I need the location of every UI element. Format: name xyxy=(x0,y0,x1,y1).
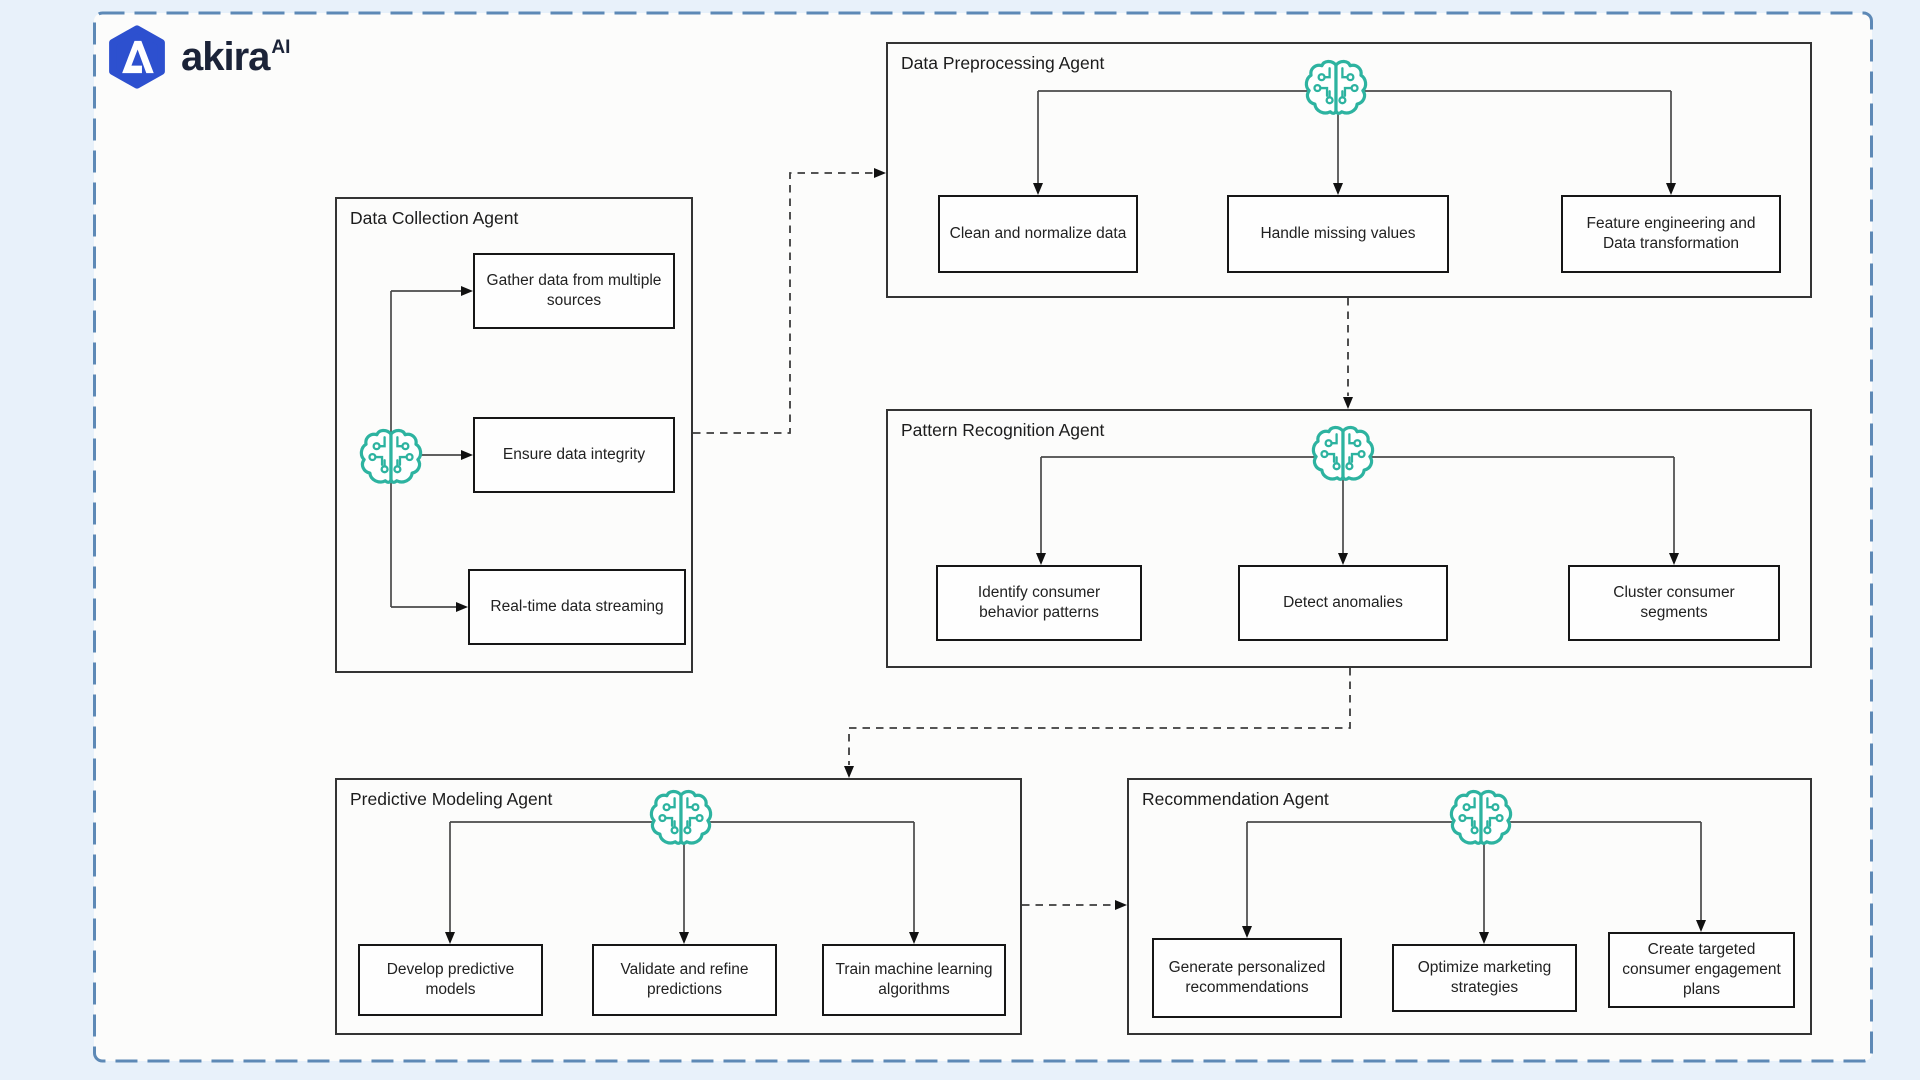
task-label: Handle missing values xyxy=(1260,225,1416,242)
agent-container-predictive-modeling: Predictive Modeling Agent xyxy=(335,778,1022,1035)
circuit-brain-icon xyxy=(1304,58,1368,122)
task-label: Gather data from multiple sources xyxy=(486,272,662,309)
agent-container-recommendation: Recommendation Agent xyxy=(1127,778,1812,1035)
task-box: Optimize marketing strategies xyxy=(1392,944,1577,1012)
task-label: Ensure data integrity xyxy=(502,446,646,463)
agent-title: Data Preprocessing Agent xyxy=(901,53,1105,73)
task-box: Ensure data integrity xyxy=(473,417,675,493)
agent-container-pattern-recognition: Pattern Recognition Agent xyxy=(886,409,1812,668)
task-box: Train machine learning algorithms xyxy=(822,944,1006,1016)
agent-title: Pattern Recognition Agent xyxy=(901,420,1105,440)
task-box: Generate personalized recommendations xyxy=(1152,938,1342,1018)
task-box: Real-time data streaming xyxy=(468,569,686,645)
agent-container-data-collection: Data Collection Agent xyxy=(335,197,693,673)
agent-title: Recommendation Agent xyxy=(1142,789,1329,809)
circuit-brain-icon xyxy=(359,427,423,491)
logo-brand-text: akira xyxy=(181,35,270,79)
circuit-brain-icon xyxy=(1311,424,1375,488)
task-box: Cluster consumer segments xyxy=(1568,565,1780,641)
task-label: Optimize marketing strategies xyxy=(1417,959,1552,996)
agent-title: Data Collection Agent xyxy=(350,208,519,228)
task-label: Identify consumer behavior patterns xyxy=(977,584,1101,621)
task-label: Train machine learning algorithms xyxy=(835,961,993,998)
task-box: Identify consumer behavior patterns xyxy=(936,565,1142,641)
logo-superscript: AI xyxy=(271,37,291,58)
task-label: Generate personalized recommendations xyxy=(1168,959,1326,996)
task-label: Validate and refine predictions xyxy=(620,961,749,998)
task-box: Detect anomalies xyxy=(1238,565,1448,641)
agent-title: Predictive Modeling Agent xyxy=(350,789,553,809)
task-label: Feature engineering and Data transformat… xyxy=(1586,215,1756,252)
task-box: Handle missing values xyxy=(1227,195,1449,273)
circuit-brain-icon xyxy=(649,788,713,852)
task-box: Feature engineering and Data transformat… xyxy=(1561,195,1781,273)
circuit-brain-icon xyxy=(1449,788,1513,852)
task-label: Cluster consumer segments xyxy=(1613,584,1735,621)
task-label: Create targeted consumer engagement plan… xyxy=(1622,941,1781,998)
hexagon-a-logo-icon xyxy=(109,25,165,89)
task-box: Create targeted consumer engagement plan… xyxy=(1608,932,1795,1008)
task-label: Detect anomalies xyxy=(1283,594,1403,611)
agent-container-data-preprocessing: Data Preprocessing Agent xyxy=(886,42,1812,298)
task-box: Develop predictive models xyxy=(358,944,543,1016)
task-box: Gather data from multiple sources xyxy=(473,253,675,329)
task-box: Validate and refine predictions xyxy=(592,944,777,1016)
task-label: Develop predictive models xyxy=(386,961,515,998)
task-box: Clean and normalize data xyxy=(938,195,1138,273)
task-label: Real-time data streaming xyxy=(490,598,664,615)
task-label: Clean and normalize data xyxy=(949,225,1127,242)
